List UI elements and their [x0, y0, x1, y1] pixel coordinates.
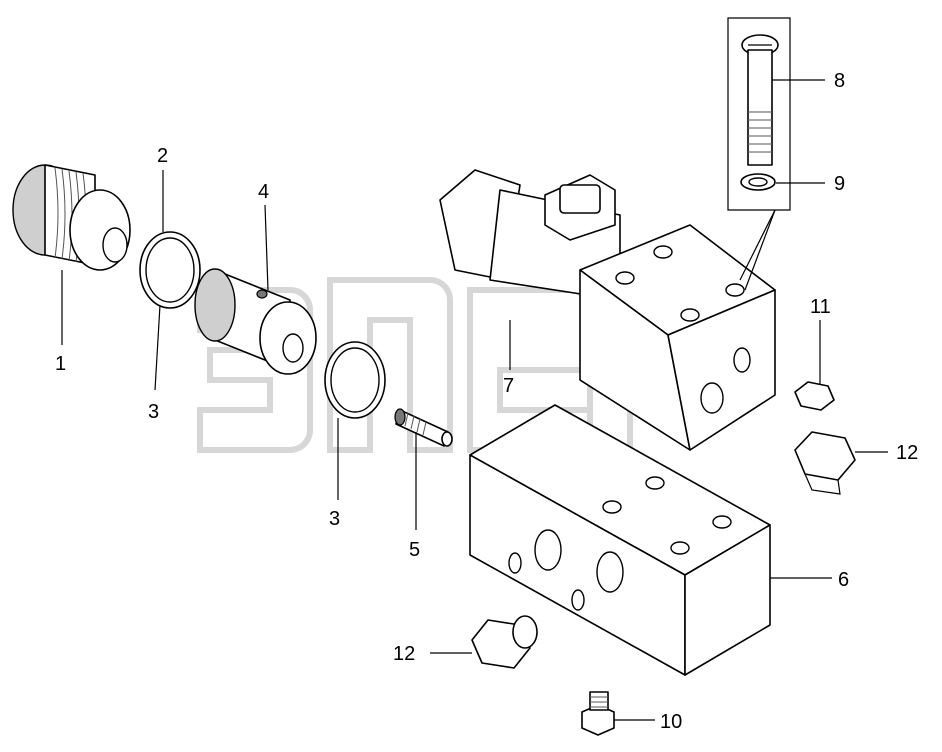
callout-10: 10 [660, 711, 682, 733]
callout-3-left: 3 [148, 401, 159, 423]
part-1-threaded-plug [12, 164, 131, 271]
part-12-plug-left [471, 615, 538, 669]
callout-3-right: 3 [329, 508, 340, 530]
part-8-9-bolt-assembly [727, 17, 791, 211]
callout-12-right: 12 [896, 442, 918, 464]
callout-1: 1 [55, 353, 66, 375]
leader-lines [61, 79, 888, 721]
callout-2: 2 [157, 145, 168, 167]
part-12-plug-right [794, 431, 856, 495]
part-7-solenoid-valve [439, 169, 776, 451]
part-3-ring [324, 341, 386, 419]
part-2-ring [139, 231, 201, 309]
callout-9: 9 [834, 173, 845, 195]
callout-5: 5 [409, 539, 420, 561]
callout-12-left: 12 [393, 643, 415, 665]
callout-4: 4 [258, 181, 269, 203]
callout-11: 11 [810, 296, 831, 318]
part-5-valve-screw [394, 408, 453, 447]
callout-8: 8 [834, 70, 845, 92]
part-6-manifold-block [469, 404, 771, 676]
part-10-plug [581, 691, 615, 736]
callout-6: 6 [838, 569, 849, 591]
callout-7: 7 [503, 375, 514, 397]
callouts: 1 2 3 4 3 5 6 7 8 9 10 11 12 12 [55, 70, 918, 733]
part-4-spool [194, 268, 317, 375]
part-11-plug [794, 381, 835, 411]
